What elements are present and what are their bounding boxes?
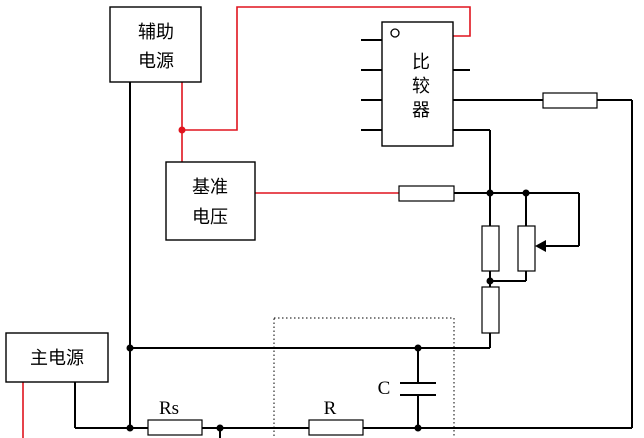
main-power-label: 主电源 [30, 348, 84, 369]
junction-dot [414, 344, 422, 352]
comparator-label-1: 比 [412, 52, 430, 73]
junction-dot [126, 424, 134, 432]
c-label: C [378, 378, 391, 399]
junction-dot [522, 189, 530, 197]
rs-resistor [147, 419, 203, 436]
junction-dot [126, 344, 134, 352]
potentiometer [517, 225, 536, 272]
output-resistor [542, 92, 598, 109]
junction-dot [414, 424, 422, 432]
divider-lower-resistor [481, 286, 500, 334]
reference-series-resistor [398, 185, 455, 202]
reference-label-2: 电压 [192, 207, 228, 228]
main-power-block [5, 332, 109, 383]
comparator-label-3: 器 [412, 100, 430, 121]
r-resistor [308, 419, 364, 436]
potentiometer-wiper-arrow-icon [535, 240, 546, 252]
aux-power-label-1: 辅助 [138, 22, 174, 43]
rc-network-boundary [273, 317, 455, 438]
comparator-block [381, 21, 454, 147]
reference-label-1: 基准 [192, 177, 228, 198]
junction-dot [486, 189, 494, 197]
reference-supply-wire [182, 6, 471, 131]
junction-dot [486, 277, 494, 285]
junction-dot [216, 424, 224, 432]
comparator-label-2: 较 [412, 76, 430, 97]
aux-power-block [109, 6, 202, 83]
divider-upper-resistor [481, 225, 500, 272]
reference-voltage-block [165, 161, 256, 241]
aux-power-label-2: 电源 [138, 51, 174, 72]
r-label: R [324, 398, 337, 419]
rs-label: Rs [159, 398, 179, 419]
pin1-indicator-icon [390, 28, 400, 38]
red-junction-dot [178, 126, 186, 134]
